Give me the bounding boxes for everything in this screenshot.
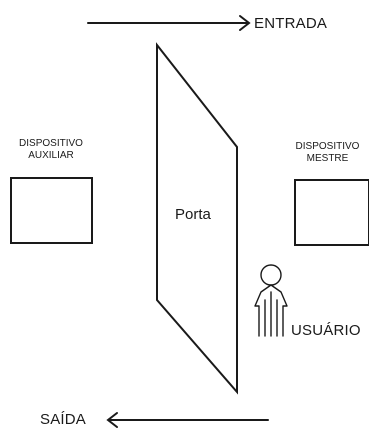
door-label: Porta bbox=[175, 206, 211, 223]
master-device-box bbox=[294, 179, 369, 246]
auxiliary-device-label-line1: DISPOSITIVO bbox=[19, 138, 83, 149]
master-device-label-line1: DISPOSITIVO bbox=[295, 141, 360, 152]
door-shape bbox=[156, 42, 238, 395]
entrance-arrow bbox=[87, 15, 251, 31]
auxiliary-device-label: DISPOSITIVO AUXILIAR bbox=[4, 138, 98, 162]
exit-arrow bbox=[106, 412, 269, 428]
master-device-label: DISPOSITIVO MESTRE bbox=[286, 141, 369, 165]
user-body bbox=[254, 284, 288, 337]
master-device-label-line2: MESTRE bbox=[306, 153, 349, 164]
user-label: USUÁRIO bbox=[291, 322, 361, 339]
user-head bbox=[260, 264, 282, 286]
auxiliary-device-box bbox=[10, 177, 93, 244]
exit-label: SAÍDA bbox=[40, 411, 87, 428]
auxiliary-device-label-line2: AUXILIAR bbox=[28, 150, 74, 161]
user-figure bbox=[254, 264, 288, 337]
entrance-label: ENTRADA bbox=[254, 15, 328, 32]
